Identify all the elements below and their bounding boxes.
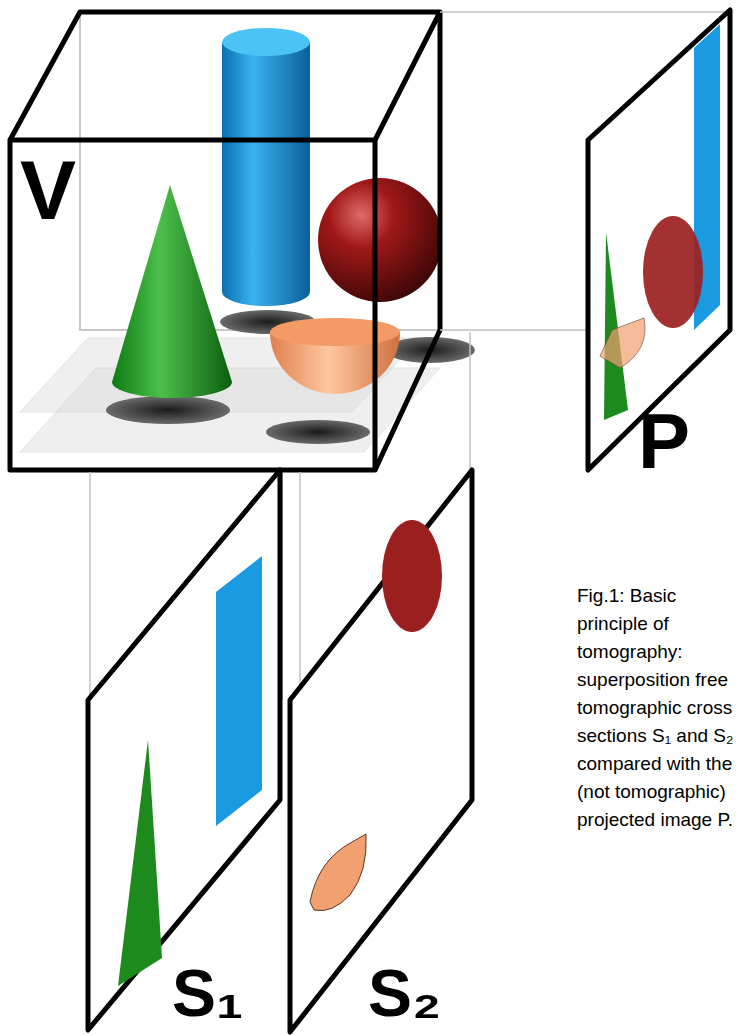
section-label: S₁ [172,960,243,1026]
cylinder [222,28,310,306]
half-sphere [270,318,400,394]
sphere [318,178,442,302]
cube-outline [10,12,440,470]
section-plane [290,470,472,1032]
volume-label: V [20,148,76,232]
section-label: S₂ [368,960,441,1026]
projection-plane [588,10,730,470]
section-plane [88,470,280,1030]
projection-label: P [638,402,690,480]
figure-caption: Fig.1: Basic principle of tomography: su… [577,582,749,834]
cone [112,185,232,398]
